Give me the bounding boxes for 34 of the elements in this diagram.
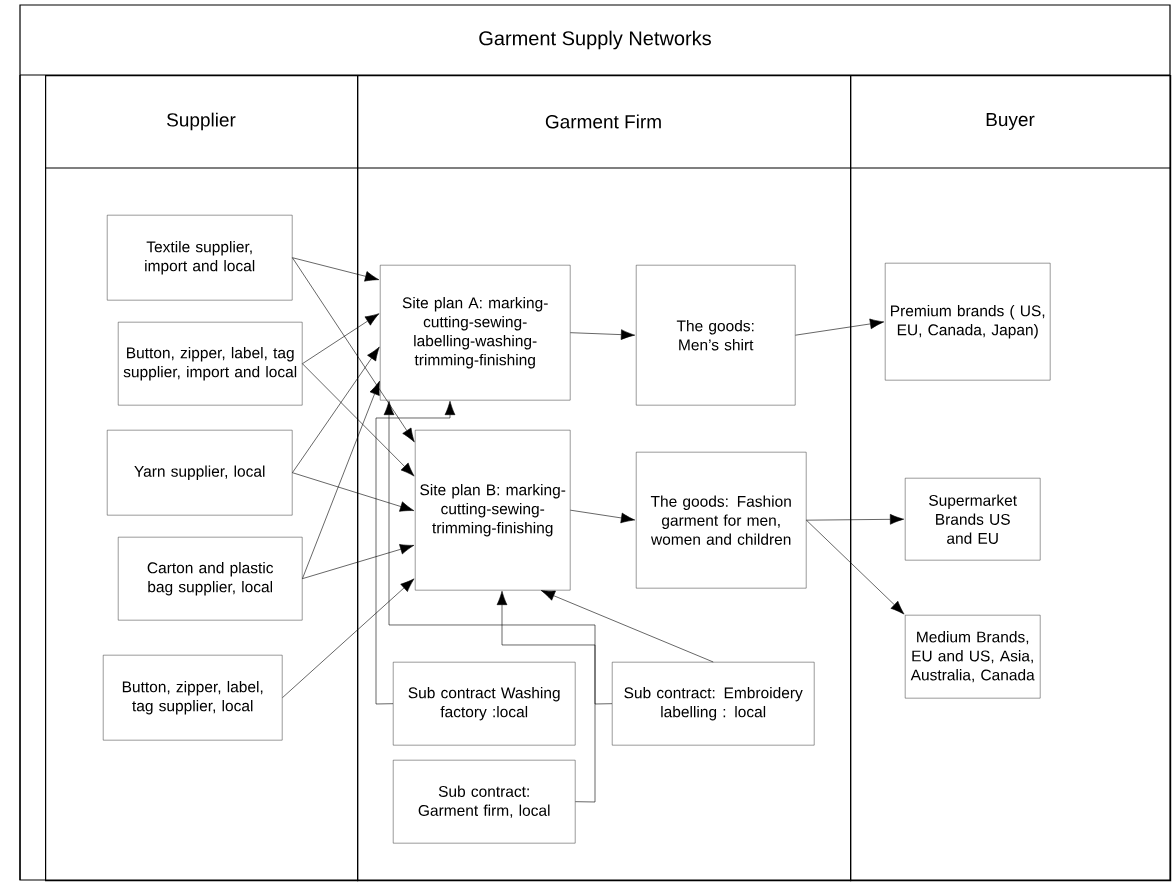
arrow xyxy=(496,590,596,803)
process-box: Supermarket Brands US and EU xyxy=(905,478,1041,561)
arrow xyxy=(302,363,415,477)
arrow xyxy=(302,380,380,579)
arrow xyxy=(806,514,905,525)
arrow xyxy=(292,257,415,443)
process-box: Button, zipper, label, tag supplier, import and local xyxy=(118,322,303,406)
process-box: Button, zipper, label, tag supplier, local xyxy=(103,655,283,741)
process-box: Medium Brands, EU and US, Asia, Australia, Canada xyxy=(905,615,1041,699)
process-box: Sub contract Washing factory :local xyxy=(393,661,576,746)
arrow xyxy=(292,346,380,473)
arrow xyxy=(383,400,613,705)
process-box: Carton and plastic bag supplier, local xyxy=(118,536,303,621)
arrow xyxy=(302,544,415,579)
arrow xyxy=(570,329,636,340)
arrow xyxy=(795,318,885,336)
arrow xyxy=(292,472,415,512)
arrow xyxy=(375,400,456,705)
process-box: The goods: Fashion garment for men, women and children xyxy=(636,452,807,589)
arrow xyxy=(302,313,380,364)
process-box: Sub contract: Embroidery labelling : local xyxy=(612,661,815,746)
process-box: Premium brands ( US, EU, Canada, Japan) xyxy=(885,263,1051,381)
process-box: Site plan A: marking-cutting-sewing-labelling-washing-trimming-finishing xyxy=(380,265,571,401)
arrow xyxy=(806,519,905,615)
title: Garment Supply Networks xyxy=(479,30,711,50)
process-box: Sub contract: Garment firm, local xyxy=(393,760,576,844)
arrow xyxy=(282,578,415,698)
process-box: Site plan B: marking-cutting-sewing-trimming-finishing xyxy=(415,430,571,591)
process-box: Textile supplier, import and local xyxy=(107,215,293,301)
process-box: The goods: Men’s shirt xyxy=(636,265,796,406)
arrow xyxy=(540,590,714,663)
process-box: Yarn supplier, local xyxy=(107,430,293,516)
arrow xyxy=(292,257,380,282)
arrow xyxy=(570,509,636,524)
